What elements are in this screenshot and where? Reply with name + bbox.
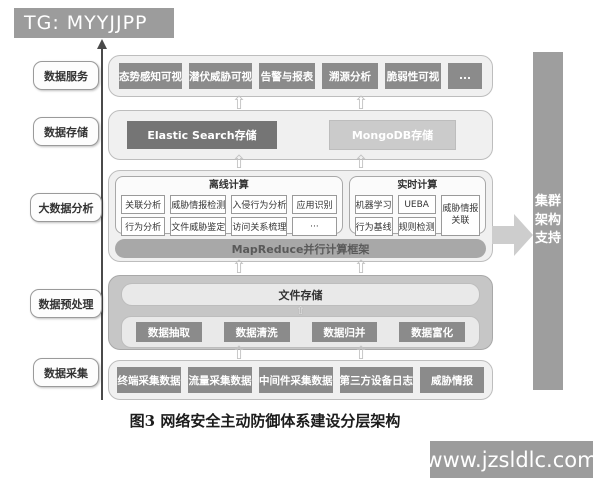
- layer-axis-line: [97, 39, 107, 400]
- up-arrow-icon: ⇧: [353, 343, 369, 364]
- service-box: 态势感知可视: [119, 63, 182, 89]
- realtime-row-1: 机器学习 UEBA: [354, 195, 436, 214]
- service-box: 溯源分析: [322, 63, 378, 89]
- preprocess-box: 数据归并: [311, 322, 378, 342]
- cluster-support-bar: 集群架构支持: [533, 52, 563, 390]
- realtime-compute-title: 实时计算: [397, 180, 438, 191]
- threat-intel-correlation-box: 威胁情报关联: [440, 195, 480, 236]
- analysis-box: 规则检测: [397, 217, 436, 236]
- realtime-body: 机器学习 UEBA 行为基线 规则检测 威胁情报关联: [354, 192, 480, 236]
- cluster-support-label: 集群架构支持: [534, 193, 561, 247]
- preprocess-inner-box: 数据抽取 数据清洗 数据归并 数据富化: [121, 316, 480, 348]
- up-arrow-icon: ⇧: [231, 93, 247, 114]
- storage-layer: Elastic Search存储 MongoDB存储: [108, 110, 493, 160]
- collection-box: 终端采集数据: [117, 367, 181, 393]
- collection-layer: 终端采集数据 流量采集数据 中间件采集数据 第三方设备日志 威胁情报: [108, 360, 493, 400]
- service-box: 潜伏威胁可视: [189, 63, 252, 89]
- realtime-row-2: 行为基线 规则检测: [354, 217, 436, 236]
- service-box-more: ...: [448, 63, 482, 89]
- collection-box: 威胁情报: [420, 367, 484, 393]
- analysis-box: 行为分析: [121, 217, 166, 236]
- up-arrow-icon: ⇧: [231, 152, 247, 173]
- collection-box: 流量采集数据: [188, 367, 252, 393]
- analysis-box: UEBA: [397, 195, 436, 214]
- collection-box: 第三方设备日志: [339, 367, 413, 393]
- offline-compute-panel: 离线计算 关联分析 威胁情报检测 入侵行为分析 应用识别 行为分析 文件威胁鉴定…: [115, 176, 343, 236]
- preprocess-box: 数据抽取: [136, 322, 202, 342]
- analysis-box: 应用识别: [292, 195, 337, 214]
- preprocess-box: 数据富化: [399, 322, 465, 342]
- right-arrow-icon: [492, 214, 533, 256]
- mongodb-box: MongoDB存储: [329, 120, 456, 150]
- offline-row-2: 行为分析 文件威胁鉴定 访问关系梳理 ···: [121, 217, 337, 236]
- figure-caption: 图3 网络安全主动防御体系建设分层架构: [129, 412, 401, 430]
- up-arrow-icon: ⇧: [231, 257, 247, 278]
- service-box: 脆弱性可视: [385, 63, 441, 89]
- analysis-box: 访问关系梳理: [231, 217, 288, 236]
- layer-label-preprocess: 数据预处理: [30, 289, 102, 318]
- elastic-search-box: Elastic Search存储: [127, 121, 277, 149]
- realtime-compute-panel: 实时计算 机器学习 UEBA 行为基线 规则检测 威胁情报关联: [348, 176, 486, 236]
- offline-compute-title: 离线计算: [208, 180, 249, 191]
- up-arrow-icon: ⇧: [231, 343, 247, 364]
- up-arrow-icon: ⇧: [353, 93, 369, 114]
- layer-label-storage: 数据存储: [33, 117, 99, 146]
- analysis-box: 机器学习: [354, 195, 393, 214]
- watermark-bottom-right: www.jzsldlc.com: [425, 441, 598, 478]
- realtime-grid: 机器学习 UEBA 行为基线 规则检测: [354, 192, 436, 236]
- analysis-box: 威胁情报检测: [170, 195, 227, 214]
- service-box: 告警与报表: [259, 63, 315, 89]
- layer-label-analysis: 大数据分析: [30, 193, 102, 222]
- file-storage-pill: 文件存储: [121, 283, 480, 306]
- layer-label-services: 数据服务: [33, 61, 99, 90]
- services-layer: 态势感知可视 潜伏威胁可视 告警与报表 溯源分析 脆弱性可视 ...: [108, 55, 493, 97]
- watermark-top-left: TG: MYYJJPP: [14, 8, 174, 38]
- up-arrow-icon: ⇧: [353, 257, 369, 278]
- collection-box: 中间件采集数据: [259, 367, 333, 393]
- layer-label-collection: 数据采集: [33, 358, 99, 387]
- offline-row-1: 关联分析 威胁情报检测 入侵行为分析 应用识别: [121, 195, 337, 214]
- analysis-box: 文件威胁鉴定: [170, 217, 227, 236]
- analysis-box: 入侵行为分析: [231, 195, 288, 214]
- preprocess-box: 数据清洗: [223, 322, 290, 342]
- up-arrow-icon: ⇧: [295, 304, 306, 317]
- analysis-box: 关联分析: [121, 195, 166, 214]
- compute-panels: 离线计算 关联分析 威胁情报检测 入侵行为分析 应用识别 行为分析 文件威胁鉴定…: [115, 176, 486, 236]
- analysis-box-more: ···: [292, 217, 337, 236]
- up-arrow-icon: ⇧: [353, 152, 369, 173]
- analysis-box: 行为基线: [354, 217, 393, 236]
- analysis-layer: 离线计算 关联分析 威胁情报检测 入侵行为分析 应用识别 行为分析 文件威胁鉴定…: [108, 170, 493, 262]
- axis-arrow-up-icon: [97, 39, 107, 49]
- preprocess-layer: 文件存储 ⇧ 数据抽取 数据清洗 数据归并 数据富化: [108, 275, 493, 350]
- mapreduce-framework-bar: MapReduce并行计算框架: [115, 239, 486, 258]
